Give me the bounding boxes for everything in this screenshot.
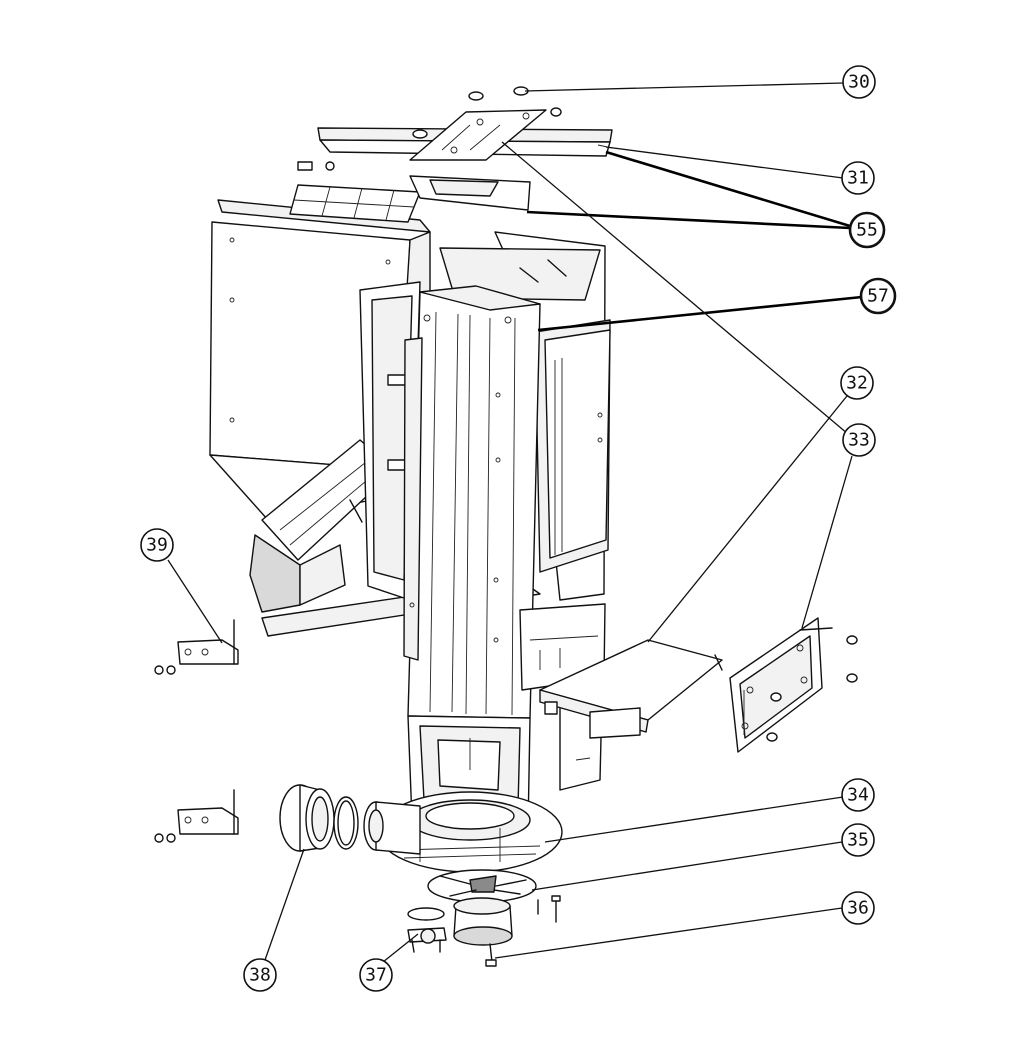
callout-36: 36 — [841, 891, 875, 925]
top-cover-assembly — [297, 86, 613, 211]
callout-35: 35 — [841, 823, 875, 857]
flue-pipe-adapter-and-gasket — [279, 784, 359, 852]
svg-text:39: 39 — [146, 535, 168, 556]
auger-feed-tube — [249, 439, 396, 613]
mounting-bracket-upper — [154, 619, 239, 675]
callout-30: 30 — [842, 65, 876, 99]
svg-text:30: 30 — [848, 72, 870, 93]
ash-pan — [539, 639, 723, 739]
svg-text:33: 33 — [848, 430, 870, 451]
svg-text:57: 57 — [867, 286, 889, 307]
svg-text:32: 32 — [846, 373, 868, 394]
leader-lines — [167, 82, 863, 963]
fan-motor — [453, 895, 561, 967]
svg-text:55: 55 — [856, 220, 878, 241]
central-combustion-column — [359, 231, 611, 831]
svg-text:35: 35 — [847, 830, 869, 851]
svg-text:36: 36 — [847, 898, 869, 919]
callout-34: 34 — [841, 778, 875, 812]
mounting-bracket-lower — [154, 789, 239, 843]
wing-nuts-top — [412, 86, 562, 139]
fan-impeller — [427, 869, 537, 903]
svg-text:34: 34 — [847, 785, 869, 806]
callout-37: 37 — [359, 958, 393, 992]
svg-text:37: 37 — [365, 965, 387, 986]
callout-33: 33 — [842, 423, 876, 457]
callout-32: 32 — [840, 366, 874, 400]
fan-housing — [363, 791, 563, 873]
svg-text:38: 38 — [249, 965, 271, 986]
callout-55: 55 — [848, 211, 886, 249]
callout-57: 57 — [859, 277, 897, 315]
svg-text:31: 31 — [847, 168, 869, 189]
callout-38: 38 — [243, 958, 277, 992]
pressure-sensor-flange — [407, 907, 447, 953]
hopper-grid — [289, 184, 421, 223]
callout-31: 31 — [841, 161, 875, 195]
callout-39: 39 — [140, 528, 174, 562]
side-bracket-plate — [729, 617, 858, 753]
